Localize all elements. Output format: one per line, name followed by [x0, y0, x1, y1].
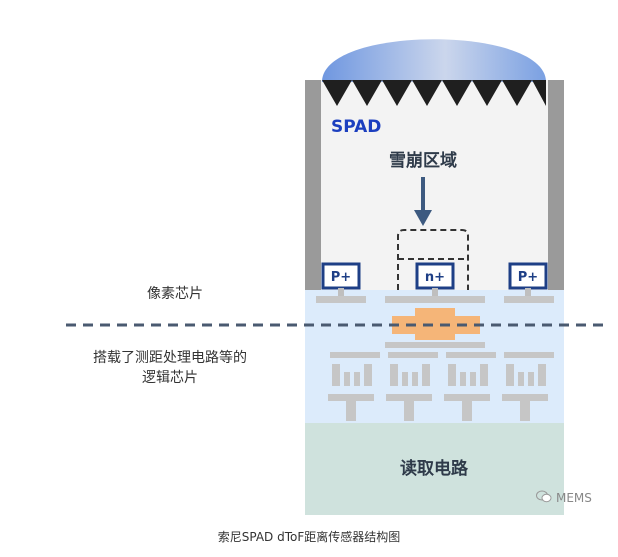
hybrid-bond-main	[392, 316, 480, 334]
hybrid-bond-top	[415, 308, 455, 316]
p-plus-left-label: P+	[331, 270, 351, 285]
metal-bar-center	[385, 296, 485, 303]
watermark-text: MEMS	[556, 491, 592, 505]
watermark: MEMS	[536, 490, 592, 506]
metal-bar-left	[316, 296, 366, 303]
via-left	[338, 288, 344, 296]
metal-bar-right	[504, 296, 554, 303]
p-plus-right-contact: P+	[508, 262, 548, 290]
avalanche-region-box	[397, 229, 469, 290]
n-plus-label: n+	[425, 270, 445, 285]
via-right	[525, 288, 531, 296]
figure-caption: 索尼SPAD dToF距离传感器结构图	[217, 530, 401, 544]
avalanche-arrow-head	[414, 210, 432, 226]
readout-circuit-label: 读取电路	[400, 458, 469, 479]
readout-layer	[305, 423, 564, 515]
avalanche-region-label: 雪崩区域	[389, 150, 457, 171]
spad-label: SPAD	[331, 117, 381, 137]
logic-chip-label: 搭载了测距处理电路等的 逻辑芯片	[55, 348, 285, 388]
hybrid-bond-bottom	[415, 334, 455, 340]
p-plus-left-contact: P+	[321, 262, 361, 290]
pixel-body	[305, 80, 564, 290]
pixel-chip-label: 像素芯片	[147, 286, 203, 302]
via-center	[432, 288, 438, 296]
left-wall	[305, 80, 321, 290]
logic-chip-label-line1: 搭载了测距处理电路等的	[93, 350, 247, 366]
lens-teeth	[322, 80, 546, 106]
p-plus-right-label: P+	[518, 270, 538, 285]
wechat-icon	[536, 490, 552, 506]
micro-lens	[322, 39, 546, 82]
n-plus-contact: n+	[415, 262, 455, 290]
logic-metal-structures	[328, 342, 554, 421]
logic-chip-label-line2: 逻辑芯片	[142, 370, 198, 386]
right-wall	[548, 80, 564, 290]
